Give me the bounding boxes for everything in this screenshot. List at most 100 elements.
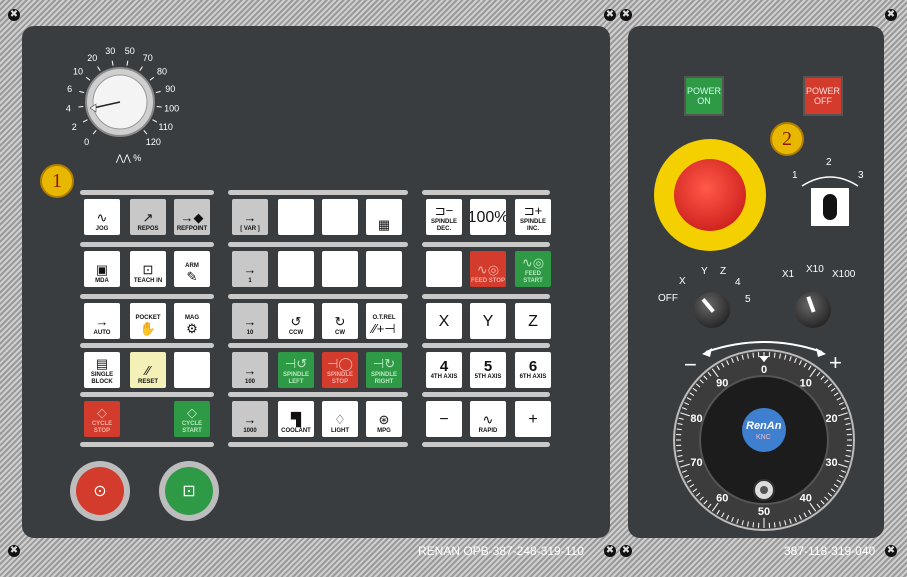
key-mag-button[interactable]: MAG⚙ <box>174 303 210 339</box>
key-100-button[interactable]: 100% <box>470 199 506 235</box>
increment-select-knob[interactable] <box>795 292 831 328</box>
key-divider-bar <box>228 392 408 397</box>
key-spindle-left-button[interactable]: ⊣↺SPINDLE LEFT <box>278 352 314 388</box>
key-reset-button[interactable]: ⁄⁄RESET <box>130 352 166 388</box>
handwheel-tick <box>840 407 847 410</box>
refpoint-icon: →◆ <box>180 210 204 225</box>
key-blank-button[interactable]: ▦ <box>366 199 402 235</box>
handwheel-tick <box>784 520 787 526</box>
screw-icon: ✖ <box>8 545 20 557</box>
key-pocket-button[interactable]: POCKET✋ <box>130 303 166 339</box>
key-label: TEACH IN <box>133 278 163 284</box>
axis-select-5: 5 <box>745 294 751 305</box>
key-feed-start-button[interactable]: ∿◎FEED START <box>515 251 551 287</box>
key-divider-bar <box>422 190 550 195</box>
cycle-start-round-button[interactable]: ⊡ <box>159 461 219 521</box>
key-var-button[interactable]: →[ VAR ] <box>232 199 268 235</box>
mpg-icon: ⊛ <box>378 412 390 427</box>
dial-tick-label: 30 <box>105 46 115 56</box>
key-blank-button[interactable] <box>322 199 358 235</box>
key-rapid-button[interactable]: ∿RAPID <box>470 401 506 437</box>
key-z-button[interactable]: Z <box>515 303 551 339</box>
tool-change-icon: ▦ <box>377 217 391 232</box>
key-divider-bar <box>422 442 550 447</box>
handwheel-tick <box>824 496 829 501</box>
key-ccw-button[interactable]: ↺CCW <box>278 303 314 339</box>
handwheel-tick-label: 70 <box>690 457 702 469</box>
handwheel-tick <box>678 417 684 420</box>
key-teach-in-button[interactable]: ⊡TEACH IN <box>130 251 166 287</box>
handwheel-tick <box>677 455 683 457</box>
key-single-block-button[interactable]: ▤SINGLE BLOCK <box>84 352 120 388</box>
key-10-button[interactable]: →10 <box>232 303 268 339</box>
key-cycle-start-button[interactable]: ◇CYCLE START <box>174 401 210 437</box>
axis-select-4: 4 <box>735 277 741 288</box>
key-label: COOLANT <box>281 428 311 434</box>
callout-badge-2: 2 <box>770 122 804 156</box>
key-blank-button[interactable] <box>426 251 462 287</box>
key-feed-stop-button[interactable]: ∿◎FEED STOP <box>470 251 506 287</box>
key-blank-button[interactable]: + <box>515 401 551 437</box>
key-spindle-right-button[interactable]: ⊣↻SPINDLE RIGHT <box>366 352 402 388</box>
key-blank-button[interactable] <box>366 251 402 287</box>
handwheel-tick <box>846 449 852 452</box>
key-label: JOG <box>95 226 109 232</box>
key-spindle-dec-button[interactable]: ⊐−SPINDLE DEC. <box>426 199 462 235</box>
key-refpoint-button[interactable]: →◆REFPOINT <box>174 199 210 235</box>
key-1-button[interactable]: →1 <box>232 251 268 287</box>
handwheel-tick <box>736 356 739 362</box>
key-mda-button[interactable]: ▣MDA <box>84 251 120 287</box>
dial-tick-label: 0 <box>84 137 89 147</box>
handwheel-tick <box>681 470 688 473</box>
key-y-button[interactable]: Y <box>470 303 506 339</box>
cycle-stop-round-button[interactable]: ⊙ <box>70 461 130 521</box>
handwheel-tick <box>699 379 704 384</box>
emergency-stop-button[interactable] <box>654 139 766 251</box>
key-arm-button[interactable]: ARM✎ <box>174 251 210 287</box>
key-blank-button[interactable] <box>322 251 358 287</box>
axis-select-knob[interactable] <box>694 292 730 328</box>
handwheel-tick <box>809 502 817 512</box>
handwheel-tick <box>686 397 692 401</box>
handwheel-tick-label: 50 <box>758 506 770 518</box>
wave-icon: ⋀⋀ <box>116 153 134 163</box>
key-label: CYCLE STOP <box>91 421 113 434</box>
key-label: FEED STOP <box>471 278 505 284</box>
dial-tick <box>156 105 162 108</box>
key-spindle-inc-button[interactable]: ⊐+SPINDLE INC. <box>515 199 551 235</box>
key-blank-button[interactable] <box>174 352 210 388</box>
key-cycle-stop-button[interactable]: ◇CYCLE STOP <box>84 401 120 437</box>
increment-x10: X10 <box>806 264 824 275</box>
key-jog-button[interactable]: ∿JOG <box>84 199 120 235</box>
key-mpg-button[interactable]: ⊛MPG <box>366 401 402 437</box>
key-repos-button[interactable]: ↗REPOS <box>130 199 166 235</box>
key-blank-button[interactable] <box>278 199 314 235</box>
dial-tick-label: 120 <box>146 137 161 147</box>
cycle-stop-icon: ⊙ <box>76 467 124 515</box>
dial-tick <box>143 130 148 135</box>
key-cw-button[interactable]: ↻CW <box>322 303 358 339</box>
key-blank-button[interactable]: − <box>426 401 462 437</box>
key-coolant-button[interactable]: ▜COOLANT <box>278 401 314 437</box>
key-o-t-rel-button[interactable]: O.T.REL⁄⁄+⊣ <box>366 303 402 339</box>
key-spindle-stop-button[interactable]: ⊣◯SPINDLE STOP <box>322 352 358 388</box>
auto-icon: → <box>95 314 109 329</box>
key-label: CYCLE START <box>181 421 203 434</box>
key-1000-button[interactable]: →1000 <box>232 401 268 437</box>
power-off-button[interactable]: POWER OFF <box>803 76 843 116</box>
key-switch-label-2: 2 <box>826 157 832 168</box>
key-blank-button[interactable] <box>278 251 314 287</box>
handwheel-tick <box>681 407 688 410</box>
key-auto-button[interactable]: →AUTO <box>84 303 120 339</box>
key-switch[interactable] <box>811 188 849 226</box>
key-light-button[interactable]: ♢LIGHT <box>322 401 358 437</box>
power-on-button[interactable]: POWER ON <box>684 76 724 116</box>
key-x-button[interactable]: X <box>426 303 462 339</box>
step-1-icon: → <box>243 262 257 277</box>
key-100-button[interactable]: →100 <box>232 352 268 388</box>
